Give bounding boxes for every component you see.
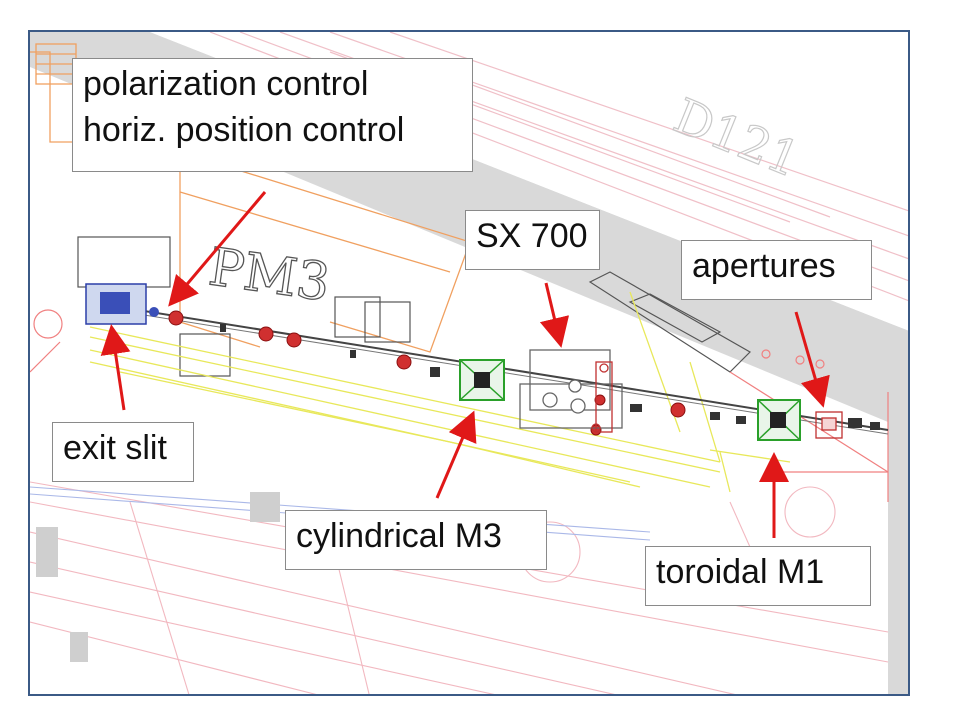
left-red-outline xyxy=(30,341,61,373)
red-valves xyxy=(168,310,686,436)
exit-slit-callout: exit slit xyxy=(52,422,194,482)
lower-gray-parts xyxy=(36,492,280,662)
polarization-control-label: polarization control xyxy=(83,65,369,103)
apertures-box xyxy=(815,411,843,439)
toroidal-m1-callout: toroidal M1 xyxy=(645,546,871,606)
sx700-callout: SX 700 xyxy=(465,210,600,270)
equipment-blocks xyxy=(77,236,751,377)
exit-slit-assembly xyxy=(85,283,159,325)
red-guide-lines xyxy=(33,309,889,502)
m3-chamber xyxy=(459,359,505,401)
horiz-position-control-label: horiz. position control xyxy=(83,111,405,149)
apertures-callout: apertures xyxy=(681,240,872,300)
sx700-monochromator xyxy=(519,349,623,433)
beamline-detail-marks xyxy=(220,324,880,430)
cylindrical-m3-callout: cylindrical M3 xyxy=(285,510,547,570)
polarization-callout: polarization control horiz. position con… xyxy=(72,58,473,172)
room-label: PM3 xyxy=(205,237,333,313)
m1-chamber xyxy=(757,399,801,441)
